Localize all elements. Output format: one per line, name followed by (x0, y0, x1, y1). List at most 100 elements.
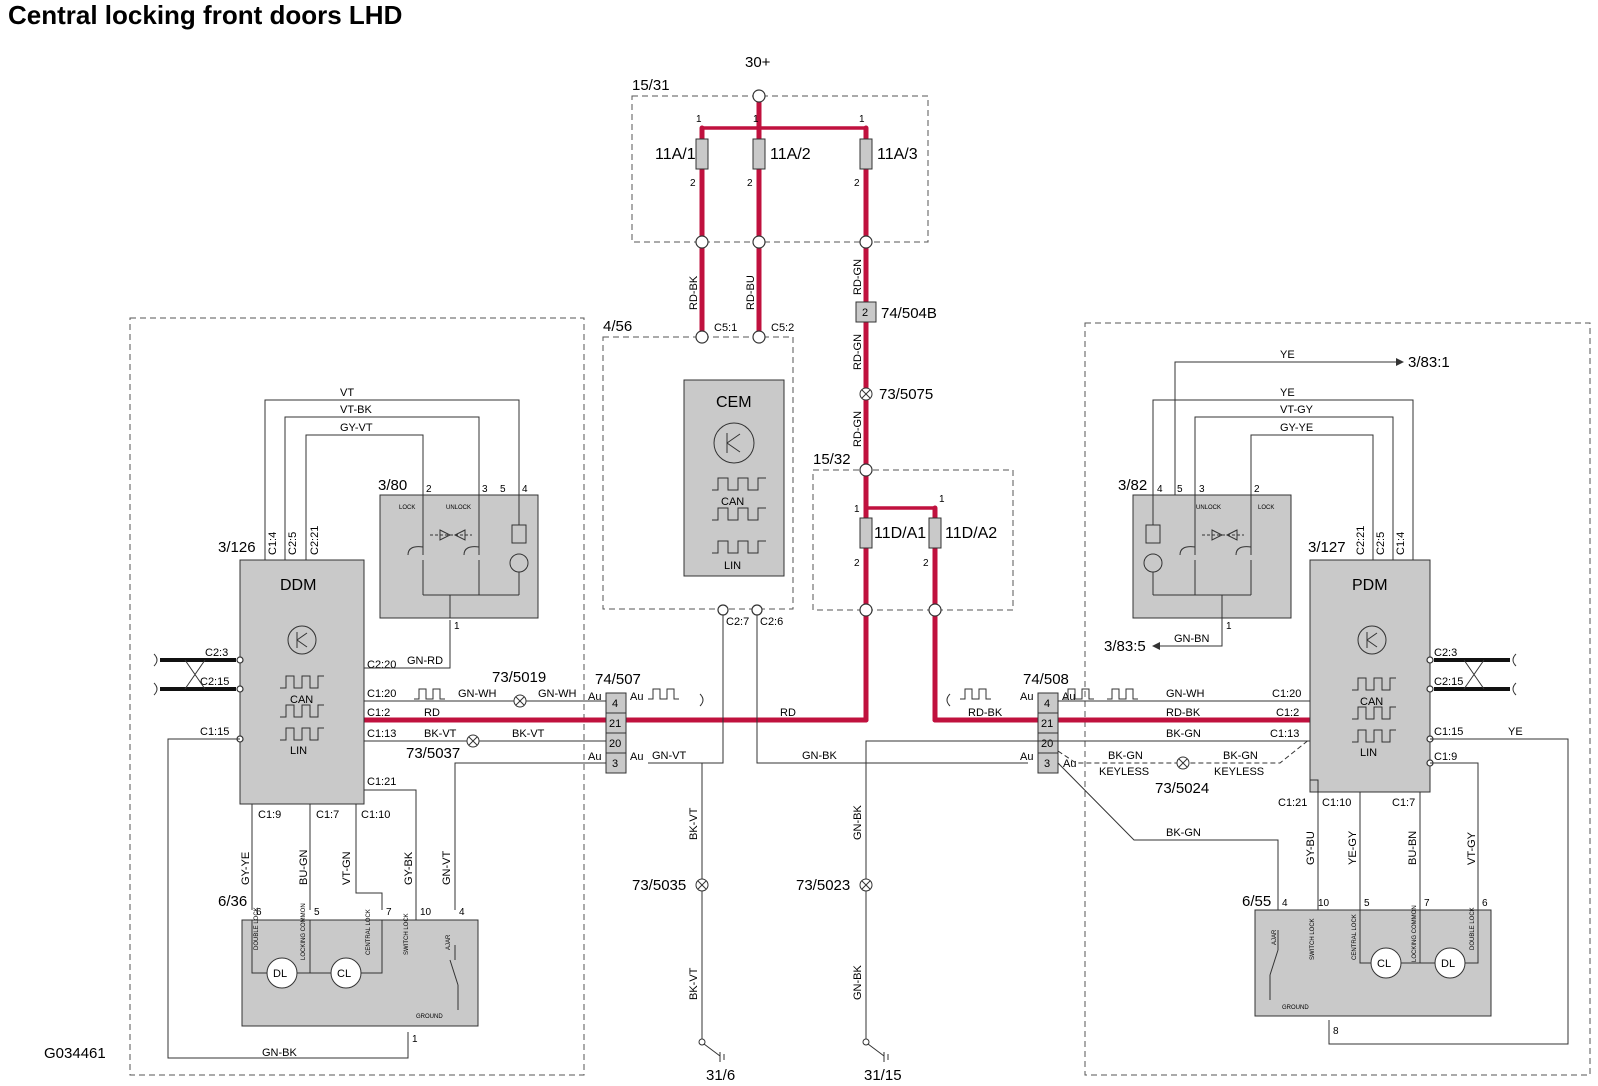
svg-text:2: 2 (923, 558, 929, 569)
svg-text:Au: Au (1063, 758, 1076, 770)
svg-text:BK-VT: BK-VT (512, 728, 545, 740)
svg-text:GN-BK: GN-BK (802, 750, 838, 762)
svg-text:C2:21: C2:21 (309, 526, 321, 555)
svg-text:C5:2: C5:2 (771, 322, 794, 334)
wire-gn-bk-ground (865, 740, 1058, 1042)
fusebox-main-box (631, 95, 929, 243)
svg-text:5: 5 (314, 907, 320, 918)
svg-text:GN-BK: GN-BK (852, 805, 864, 841)
svg-text:CENTRAL LOCK: CENTRAL LOCK (366, 909, 372, 955)
svg-text:Au: Au (630, 691, 643, 703)
node (717, 604, 729, 616)
svg-text:5: 5 (1177, 484, 1183, 495)
svg-text:GROUND: GROUND (416, 1014, 443, 1020)
svg-text:BU-GN: BU-GN (298, 850, 310, 886)
svg-text:31/6: 31/6 (706, 1067, 735, 1084)
svg-text:20: 20 (609, 738, 621, 750)
svg-text:GN-WH: GN-WH (1166, 688, 1205, 700)
svg-text:2: 2 (854, 558, 860, 569)
svg-text:BU-BN: BU-BN (1407, 831, 1419, 865)
svg-text:C1:4: C1:4 (267, 532, 279, 555)
svg-text:2: 2 (854, 178, 860, 189)
svg-text:5: 5 (500, 484, 506, 495)
svg-text:RD-GN: RD-GN (852, 411, 864, 447)
svg-text:GN-VT: GN-VT (652, 750, 687, 762)
svg-text:21: 21 (609, 718, 621, 730)
svg-text:3/80: 3/80 (378, 477, 407, 494)
svg-text:BK-VT: BK-VT (688, 807, 700, 840)
pin (1426, 656, 1434, 664)
svg-text:YE: YE (1508, 726, 1523, 738)
left-door-box (129, 317, 585, 1076)
svg-text:6/55: 6/55 (1242, 893, 1271, 910)
svg-text:Au: Au (588, 691, 601, 703)
svg-text:5: 5 (1364, 898, 1370, 909)
svg-text:GN-BN: GN-BN (1174, 633, 1210, 645)
svg-text:20: 20 (1041, 738, 1053, 750)
svg-text:LIN: LIN (1360, 747, 1377, 759)
wire-gn-vt-cem (648, 615, 724, 764)
splice-73-5035: 73/5035 (632, 877, 709, 894)
svg-text:11D/A1: 11D/A1 (874, 525, 926, 542)
fuse-11a2: 11A/2 (752, 138, 811, 170)
svg-text:31/15: 31/15 (864, 1067, 902, 1084)
svg-text:SWITCH LOCK: SWITCH LOCK (404, 913, 410, 955)
connector-74-508: 74/508 4 21 20 3 Au Au Au Au (1020, 671, 1076, 774)
splice-73-5037: 73/5037 (406, 734, 480, 762)
svg-text:C2:20: C2:20 (367, 659, 396, 671)
svg-text:2: 2 (690, 178, 696, 189)
diagram-id: G034461 (44, 1045, 106, 1062)
svg-text:C1:13: C1:13 (1270, 728, 1299, 740)
svg-text:3/126: 3/126 (218, 539, 256, 556)
svg-text:C2:3: C2:3 (205, 647, 228, 659)
svg-text:C1:21: C1:21 (1278, 797, 1307, 809)
svg-text:C1:4: C1:4 (1395, 532, 1407, 555)
svg-text:CEM: CEM (716, 394, 752, 411)
svg-text:VT: VT (340, 387, 354, 399)
svg-text:Au: Au (630, 751, 643, 763)
svg-text:DOUBLE LOCK: DOUBLE LOCK (1470, 907, 1476, 950)
node (859, 235, 873, 249)
svg-text:DL: DL (273, 968, 287, 980)
svg-text:GROUND: GROUND (1282, 1005, 1309, 1011)
splice-73-5075: 73/5075 (859, 386, 933, 403)
svg-text:YE: YE (1280, 387, 1295, 399)
page-title: Central locking front doors LHD (8, 0, 403, 30)
splice-73-5023: 73/5023 (796, 877, 873, 894)
lock-unit-left: DOUBLE LOCK LOCKING COMMON CENTRAL LOCK … (241, 903, 479, 1027)
door-lock-switch-left: LOCK UNLOCK (379, 494, 539, 619)
wire-ye-right-ground (1328, 738, 1569, 1045)
connector-74-504b: 2 74/504B (855, 301, 937, 323)
svg-text:C2:7: C2:7 (726, 616, 749, 628)
svg-text:BK-VT: BK-VT (688, 967, 700, 1000)
svg-text:C2:21: C2:21 (1355, 526, 1367, 555)
svg-text:RD-BU: RD-BU (745, 275, 757, 310)
fusebox-2-box (812, 469, 1014, 611)
svg-text:73/5024: 73/5024 (1155, 780, 1209, 797)
svg-text:C1:2: C1:2 (367, 707, 390, 719)
svg-text:C2:5: C2:5 (1375, 532, 1387, 555)
svg-text:C1:9: C1:9 (258, 809, 281, 821)
node (859, 603, 873, 617)
svg-text:VT-GY: VT-GY (1280, 404, 1314, 416)
svg-text:BK-GN: BK-GN (1166, 728, 1201, 740)
svg-text:4: 4 (522, 484, 528, 495)
svg-text:YE-GY: YE-GY (1347, 830, 1359, 865)
wire-gn-vt-left (454, 762, 606, 910)
splice-73-5019: 73/5019 (492, 669, 546, 708)
svg-text:3/83:1: 3/83:1 (1408, 354, 1450, 371)
svg-text:10: 10 (1318, 898, 1330, 909)
node (752, 235, 766, 249)
svg-text:SWITCH LOCK: SWITCH LOCK (1310, 918, 1316, 960)
svg-text:3/82: 3/82 (1118, 477, 1147, 494)
svg-text:74/507: 74/507 (595, 671, 641, 688)
svg-text:RD-GN: RD-GN (852, 259, 864, 295)
svg-text:73/5019: 73/5019 (492, 669, 546, 686)
svg-text:C5:1: C5:1 (714, 322, 737, 334)
svg-text:1: 1 (753, 114, 759, 125)
svg-text:7: 7 (386, 907, 392, 918)
svg-text:GN-WH: GN-WH (538, 688, 577, 700)
svg-text:4: 4 (1044, 698, 1050, 710)
right-door-box (1084, 322, 1591, 1076)
pin (236, 685, 244, 693)
